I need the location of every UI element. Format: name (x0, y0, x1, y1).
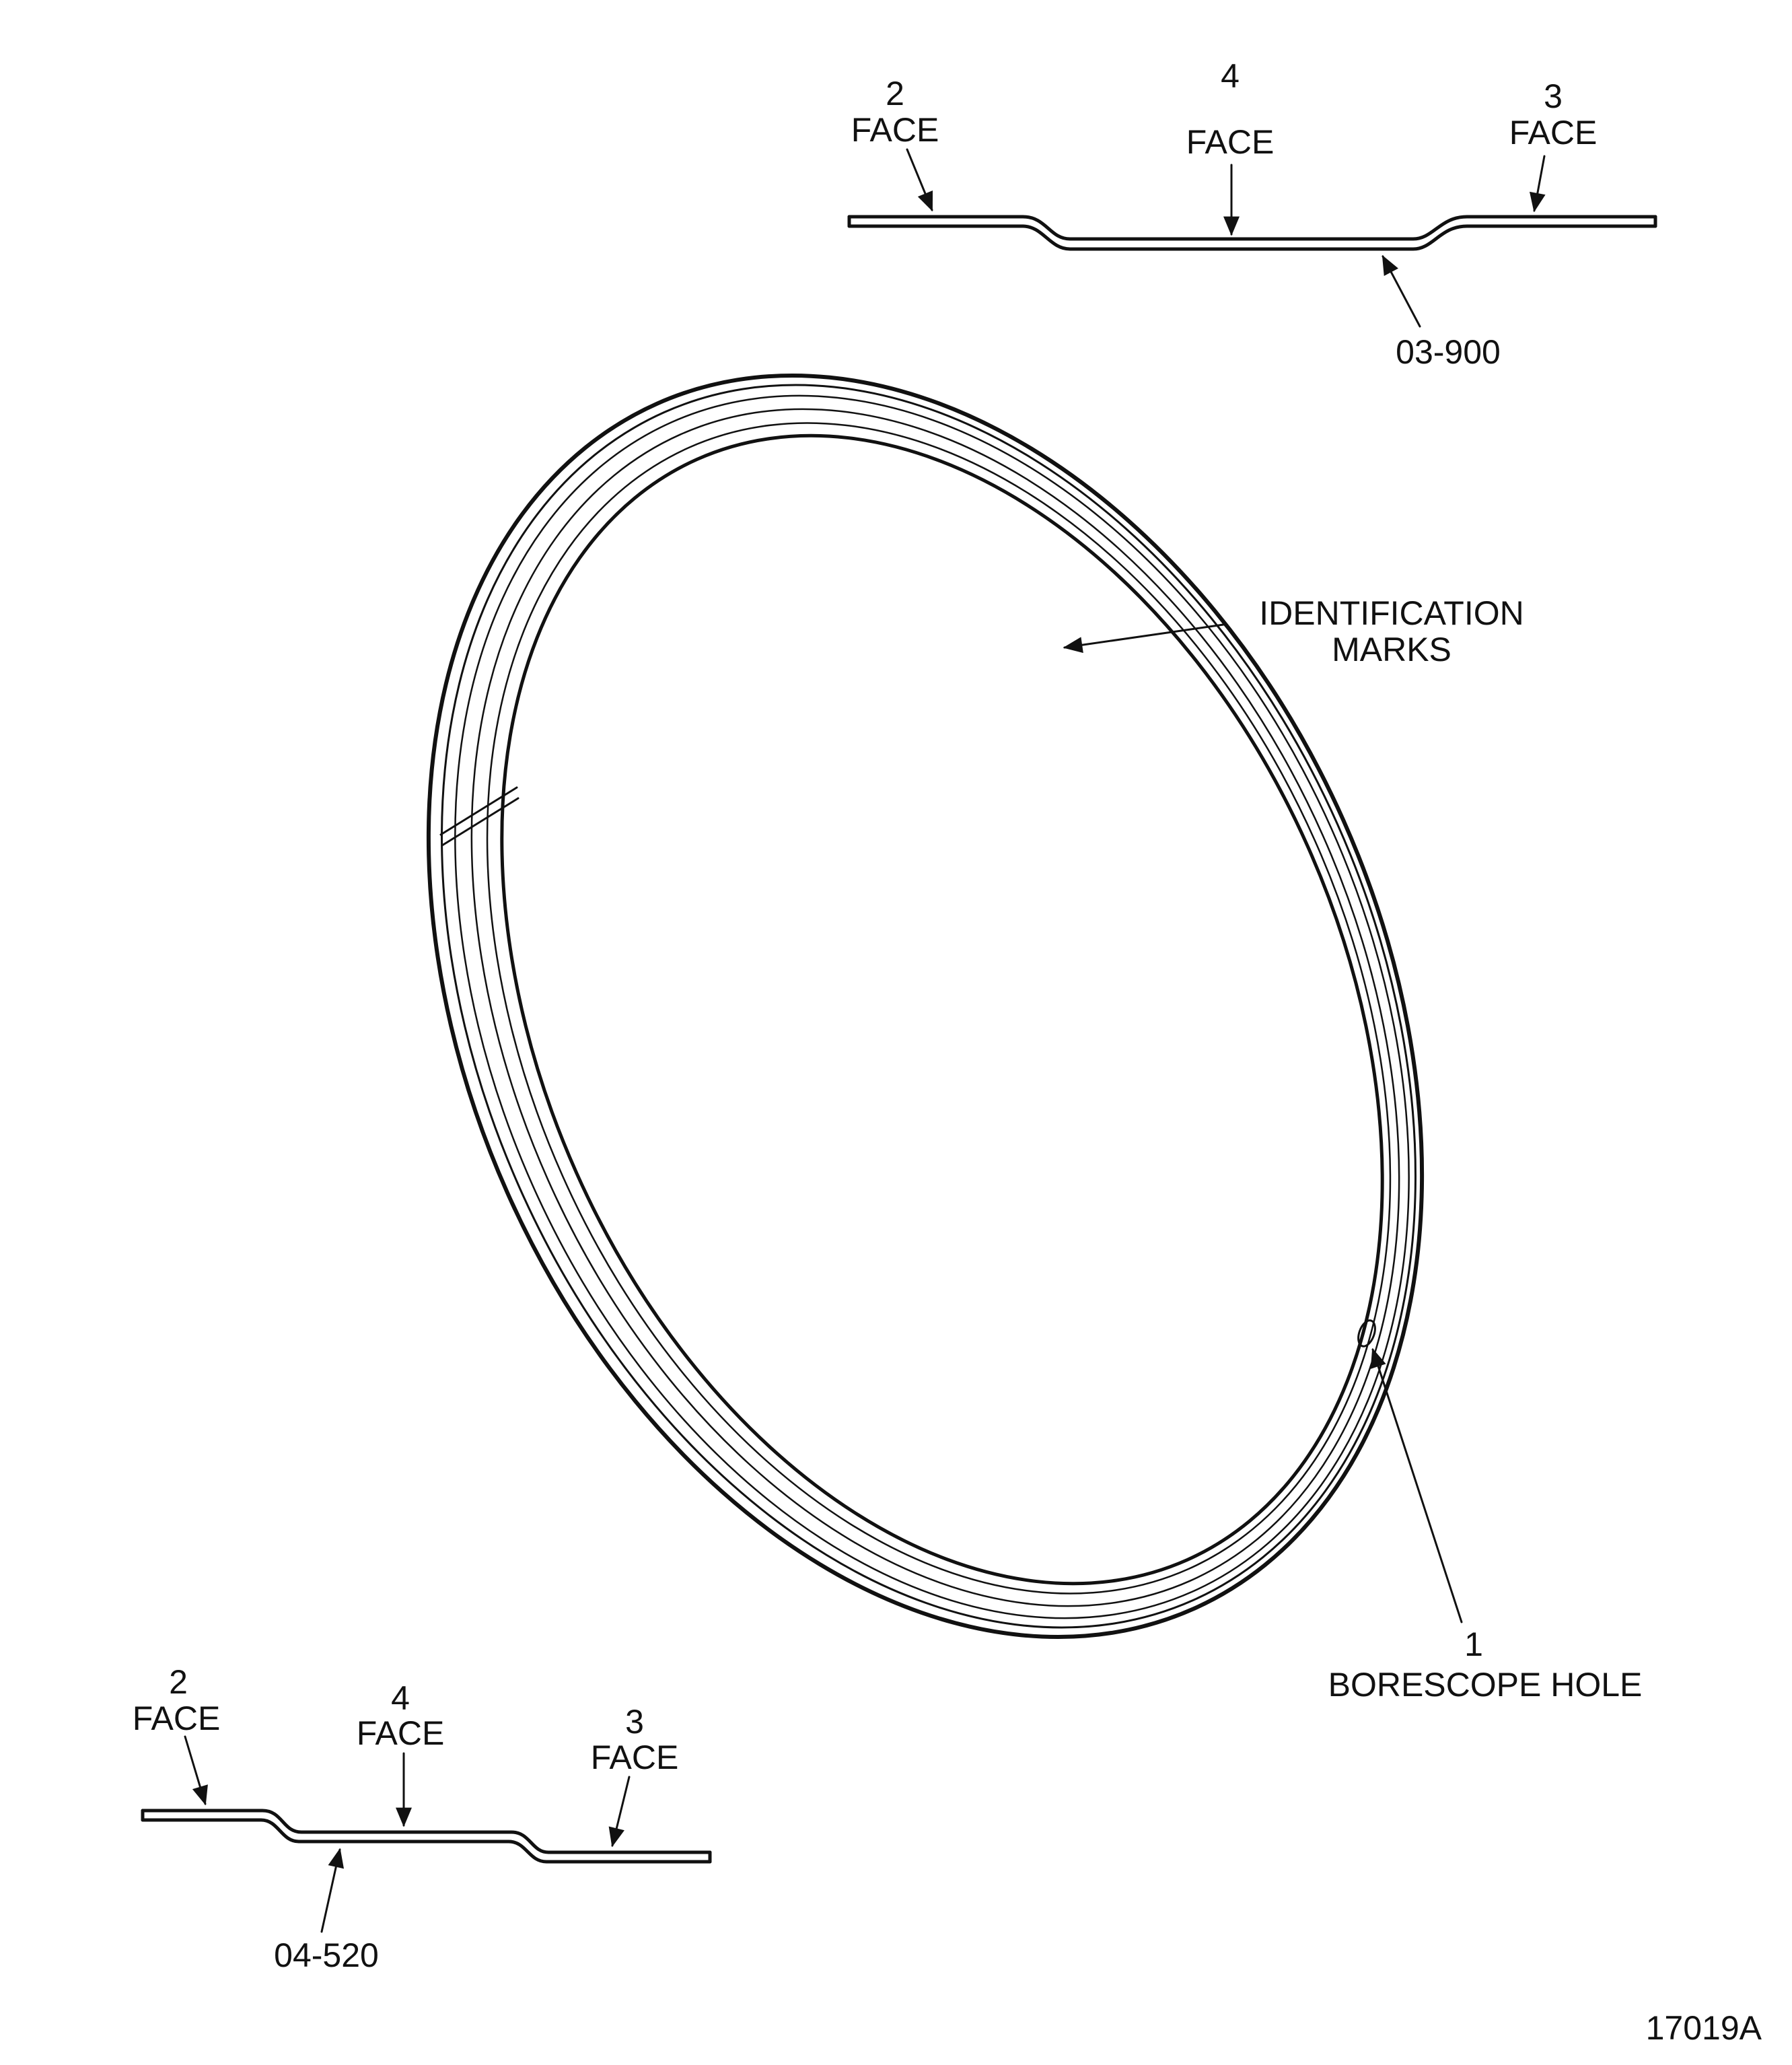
ring-inner-edge (500, 433, 1384, 1586)
bottom-face3-label: FACE (591, 1739, 679, 1776)
top-part-leader-arrow (1382, 254, 1421, 328)
bottom-face2-number: 2 (169, 1663, 188, 1701)
borescope-hole (1357, 1319, 1376, 1348)
ring-band-line-4 (486, 422, 1392, 1595)
bottom-face3-leader-arrow (608, 1776, 631, 1848)
ring-split-line-2 (441, 797, 519, 847)
top-cross-section: 2 FACE 4 FACE 3 FACE 03-900 (847, 57, 1657, 371)
borescope-label: BORESCOPE HOLE (1328, 1666, 1643, 1704)
ring-split-line-1 (439, 786, 518, 836)
bottom-face4-number: 4 (391, 1679, 410, 1717)
bottom-profile-lower-line (141, 1818, 712, 1864)
ring-outer-edge (426, 373, 1425, 1640)
top-face4-label: FACE (1186, 123, 1275, 161)
bottom-part-number: 04-520 (274, 1936, 379, 1974)
borescope-number: 1 (1464, 1625, 1483, 1663)
top-face3-number: 3 (1544, 77, 1563, 115)
identification-label-line2: MARKS (1332, 631, 1451, 668)
ring-band-line-2 (454, 394, 1410, 1619)
top-profile-lower-line (847, 224, 1657, 251)
top-part-number: 03-900 (1396, 333, 1501, 371)
top-face4-number: 4 (1221, 57, 1240, 95)
bottom-face2-label: FACE (133, 1700, 221, 1737)
bottom-face2-leader-arrow (184, 1735, 208, 1806)
borescope-leader-arrow (1370, 1348, 1463, 1623)
identification-leader-arrow (1063, 623, 1225, 654)
ring-band-line-3 (470, 408, 1400, 1607)
bottom-face3-number: 3 (625, 1703, 644, 1741)
bottom-part-leader-arrow (320, 1848, 345, 1933)
top-face2-label: FACE (851, 111, 939, 149)
ring-annotations: IDENTIFICATION MARKS 1 BORESCOPE HOLE (1063, 594, 1643, 1704)
bottom-profile-upper-line (141, 1809, 712, 1854)
identification-label-line1: IDENTIFICATION (1259, 594, 1524, 632)
top-face3-label: FACE (1509, 114, 1598, 151)
ring-band-line-1 (441, 384, 1417, 1629)
bottom-face4-label: FACE (357, 1714, 445, 1752)
bottom-cross-section: 2 FACE 4 FACE 3 FACE 04-520 (133, 1663, 712, 1974)
top-face2-leader-arrow (906, 148, 933, 212)
figure-id: 17019A (1646, 2009, 1762, 2047)
ring-seal (426, 373, 1425, 1640)
top-face3-leader-arrow (1530, 155, 1546, 213)
top-profile-upper-line (847, 215, 1657, 241)
top-face2-number: 2 (886, 75, 904, 112)
